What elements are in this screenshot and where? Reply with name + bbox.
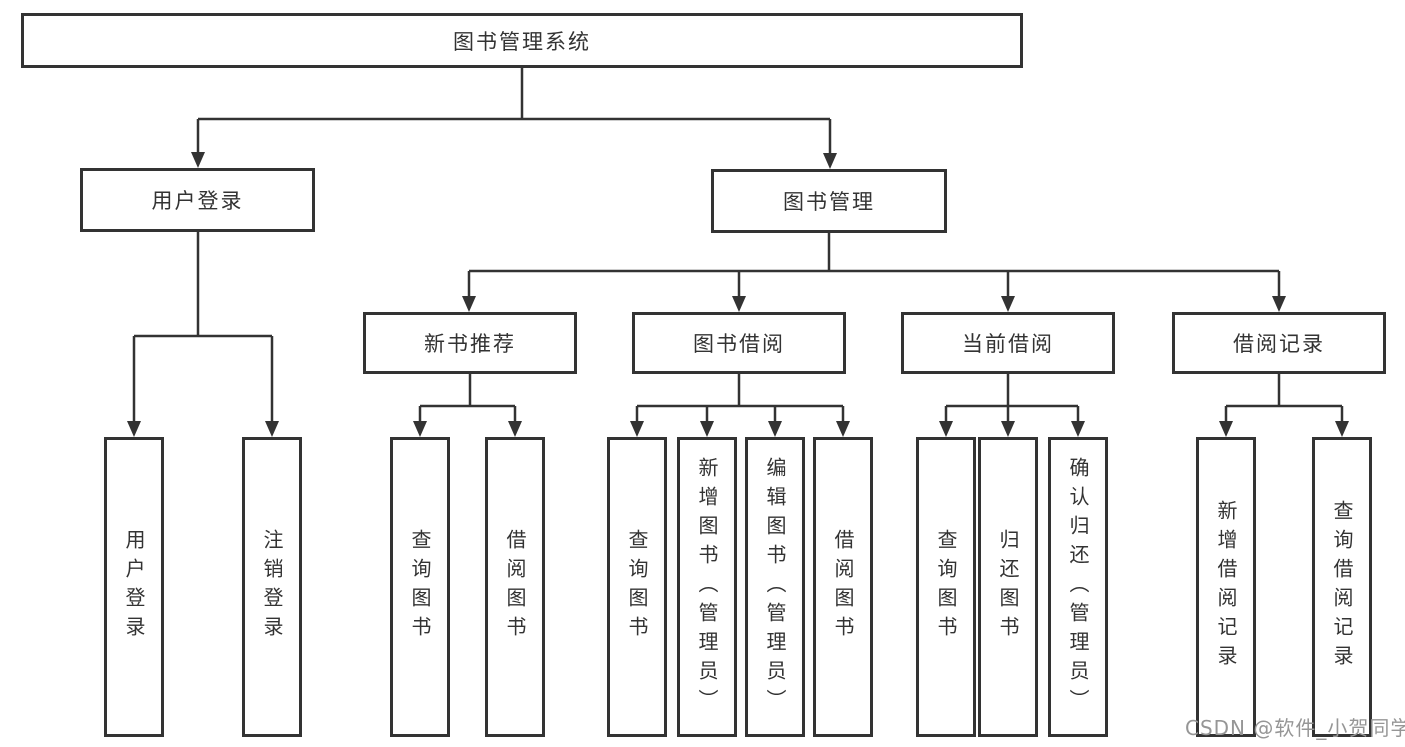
leaf-edit-books-admin: 编辑图书（管理员） bbox=[745, 437, 805, 737]
node-label: 用户登录 bbox=[151, 189, 244, 213]
leaf-borrow-books: 借阅图书 bbox=[813, 437, 873, 737]
leaf-query-books: 查询图书 bbox=[390, 437, 450, 737]
node-label: 借阅图书 bbox=[503, 529, 527, 645]
leaf-add-books-admin: 新增图书（管理员） bbox=[677, 437, 737, 737]
leaf-query-books: 查询图书 bbox=[607, 437, 667, 737]
leaf-query-borrow-record: 查询借阅记录 bbox=[1312, 437, 1372, 737]
node-label: 归还图书 bbox=[996, 529, 1020, 645]
node-label: 借阅图书 bbox=[831, 529, 855, 645]
node-label: 确认归还（管理员） bbox=[1066, 456, 1090, 718]
node-label: 查询图书 bbox=[408, 529, 432, 645]
node-label: 图书管理 bbox=[783, 190, 875, 214]
leaf-return-books: 归还图书 bbox=[978, 437, 1038, 737]
leaf-user-login: 用户登录 bbox=[104, 437, 164, 737]
node-library-system: 图书管理系统 bbox=[21, 13, 1023, 68]
csdn-watermark: CSDN @软件_小贺同学 bbox=[1185, 716, 1405, 740]
arrowhead-icons bbox=[127, 152, 1349, 437]
node-label: 图书管理系统 bbox=[453, 29, 591, 54]
node-label: 当前借阅 bbox=[962, 332, 1054, 356]
node-label: 查询图书 bbox=[625, 529, 649, 645]
leaf-add-borrow-record: 新增借阅记录 bbox=[1196, 437, 1256, 737]
node-label: 注销登录 bbox=[260, 529, 284, 645]
node-borrow-records: 借阅记录 bbox=[1172, 312, 1386, 374]
node-label: 新书推荐 bbox=[424, 332, 516, 356]
node-label: 新增借阅记录 bbox=[1214, 500, 1238, 674]
node-label: 用户登录 bbox=[122, 529, 146, 645]
leaf-query-books: 查询图书 bbox=[916, 437, 976, 737]
leaf-logout: 注销登录 bbox=[242, 437, 302, 737]
node-user-login: 用户登录 bbox=[80, 168, 315, 232]
node-label: 编辑图书（管理员） bbox=[763, 456, 787, 718]
node-label: 借阅记录 bbox=[1233, 332, 1325, 356]
node-label: 图书借阅 bbox=[693, 332, 785, 356]
node-label: 查询图书 bbox=[934, 529, 958, 645]
node-label: 查询借阅记录 bbox=[1330, 500, 1354, 674]
node-book-borrow: 图书借阅 bbox=[632, 312, 846, 374]
leaf-borrow-books: 借阅图书 bbox=[485, 437, 545, 737]
leaf-confirm-return-admin: 确认归还（管理员） bbox=[1048, 437, 1108, 737]
node-new-book-recommend: 新书推荐 bbox=[363, 312, 577, 374]
node-current-borrow: 当前借阅 bbox=[901, 312, 1115, 374]
node-label: 新增图书（管理员） bbox=[695, 456, 719, 718]
node-book-management: 图书管理 bbox=[711, 169, 947, 233]
